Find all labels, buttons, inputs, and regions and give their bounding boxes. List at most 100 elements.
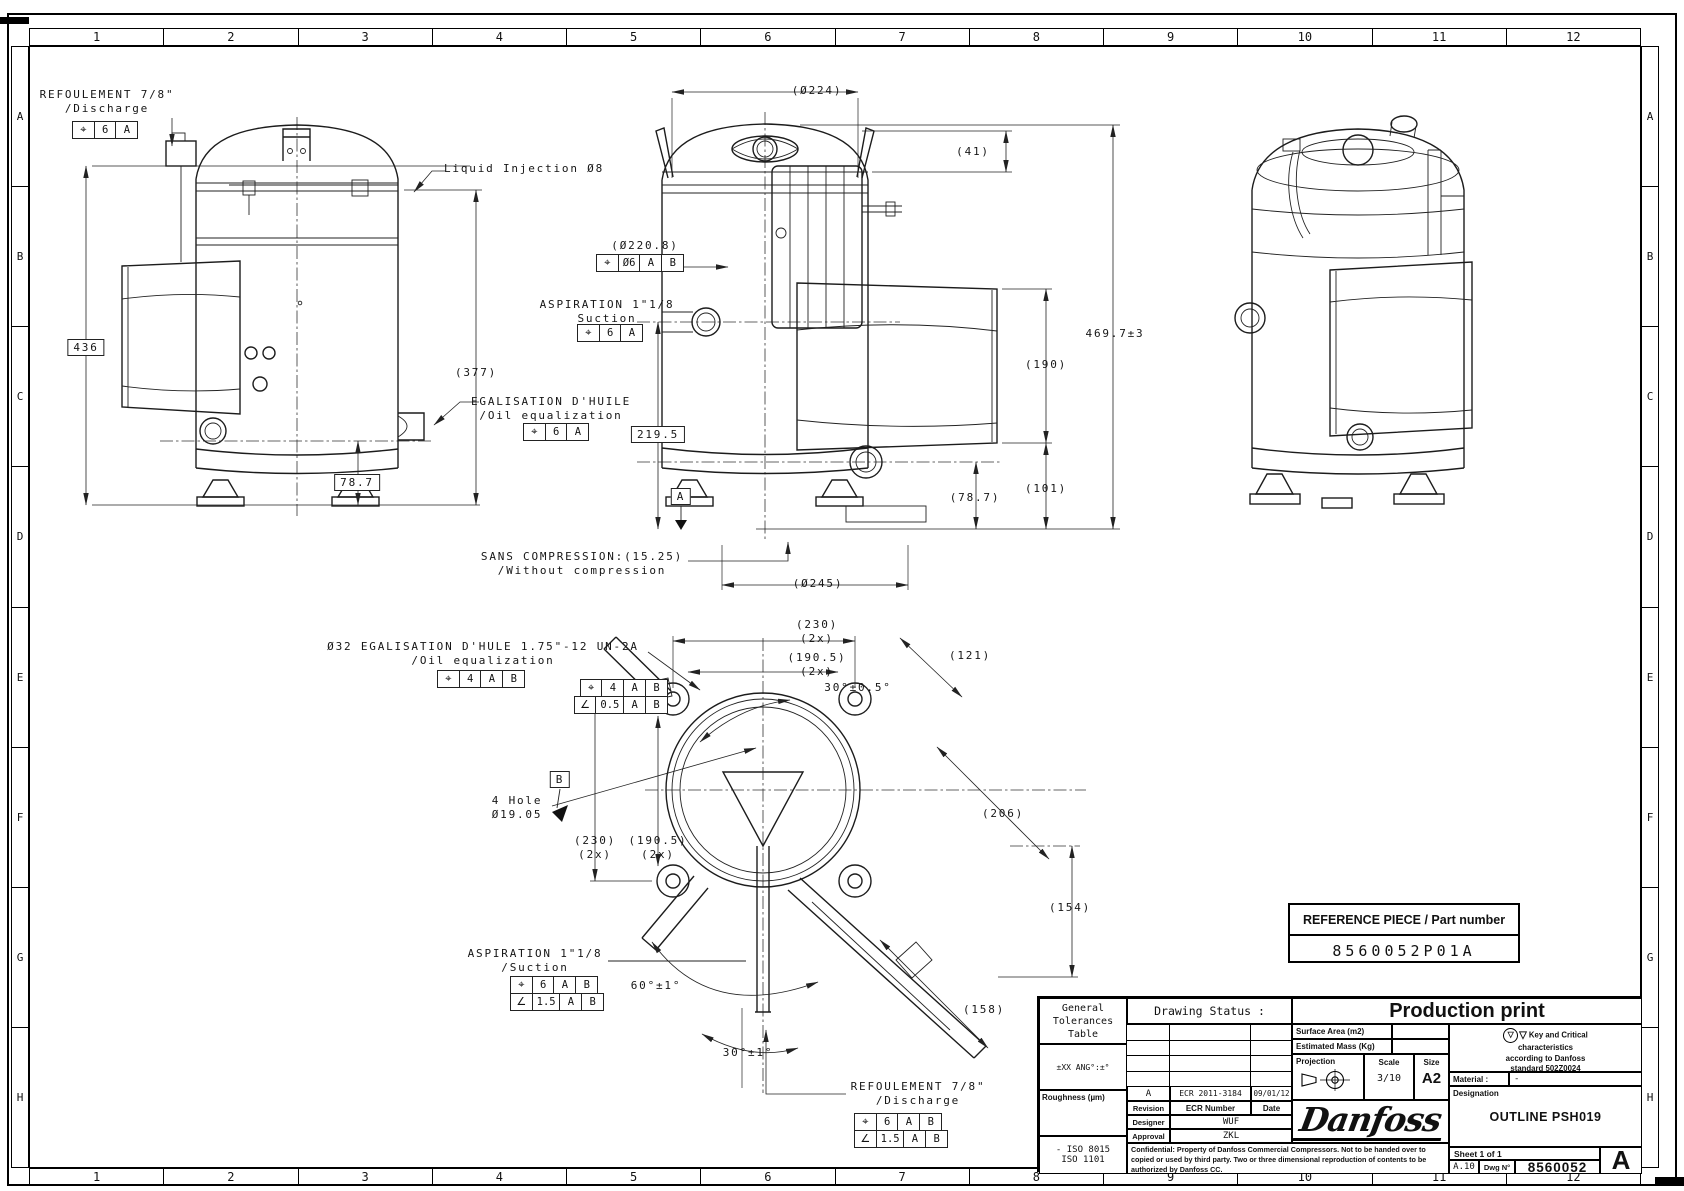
dim-78-7-ref: (78.7): [950, 491, 1001, 505]
key-critical-line-4: standard 502Z0024: [1510, 1064, 1581, 1072]
ang-60-1-line: 60°±1°: [630, 979, 682, 992]
estimated-mass-value: [1392, 1039, 1449, 1054]
dim-78-7-ref-line: (78.7): [949, 491, 1001, 504]
dim-230-top-line: (2x): [800, 632, 834, 646]
dim-190: (190): [1025, 358, 1067, 372]
revision-row-ecr: ECR 2011-3184: [1170, 1086, 1251, 1101]
revision-empty-cell: [1127, 1024, 1170, 1041]
gdt-symbol: ⌖: [522, 422, 546, 441]
grid-col-label: 4: [431, 1169, 566, 1185]
gdt-value: A: [553, 975, 577, 994]
gdt-value: 1.5: [875, 1129, 905, 1148]
gdt-value: 4: [601, 678, 625, 697]
dim-230-top: (230)(2x): [796, 618, 838, 647]
dim-219-5: 219.5: [630, 426, 686, 443]
dim-41: (41): [956, 145, 990, 159]
size-label: Size: [1423, 1058, 1440, 1067]
middle-view: [655, 123, 998, 523]
grid-row-label: G: [1642, 886, 1658, 1027]
size-value: A2: [1421, 1070, 1442, 1087]
dim-dia224: (Ø224): [792, 84, 843, 98]
gdt-value: 6: [544, 422, 568, 441]
key-critical-line-2: characteristics: [1517, 1043, 1574, 1052]
sans-compression-note-line: /Without compression: [497, 564, 667, 578]
grid-row-label: B: [12, 186, 28, 326]
grid-col-label: 1: [93, 30, 101, 44]
oil-equalization-callout: EGALISATION D'HUILE/Oil equalization: [471, 395, 631, 424]
grid-col-label: 8: [968, 1169, 1103, 1185]
confidential-note: Confidential: Property of Danfoss Commer…: [1127, 1143, 1449, 1174]
dim-190-5-top-line: (190.5): [787, 651, 847, 664]
dim-78-7-line: 78.7: [340, 476, 374, 489]
dim-dia224-line: (Ø224): [791, 84, 843, 97]
grid-col-label: 6: [700, 29, 834, 45]
dim-206-line: (206): [981, 807, 1025, 820]
dim-dia220-8: (Ø220.8): [611, 239, 678, 253]
scale-label: Scale: [1378, 1058, 1400, 1067]
gdt-symbol: ⌖: [853, 1112, 877, 1131]
dim-469-7: 469.7±3: [1086, 327, 1145, 341]
reference-piece-header: REFERENCE PIECE / Part number: [1290, 905, 1518, 936]
dim-190-5-left-line: (2x): [641, 848, 675, 862]
key-critical-line-3: according to Danfoss: [1505, 1053, 1586, 1063]
key-characteristic-icon: ▽: [1503, 1028, 1519, 1043]
oil-equalization-callout-line: /Oil equalization: [479, 409, 623, 423]
grid-col-label: 7: [834, 1169, 969, 1185]
gdt-value: A: [620, 323, 644, 342]
grid-row-label: C: [1642, 326, 1658, 466]
dim-dia220-8-line: (Ø220.8): [611, 239, 679, 252]
gdt-value: 6: [875, 1112, 899, 1131]
dim-469-7-line: 469.7±3: [1085, 327, 1145, 340]
gdt-value: B: [502, 669, 526, 688]
revision-empty-cell: [1250, 1039, 1292, 1056]
gdt-value: A: [115, 120, 139, 139]
oil-equalization-32-callout-line: Ø32 EGALISATION D'HULE 1.75"-12 UN-2A: [327, 640, 639, 653]
ang-30-0-5: 30°±0.5°: [824, 681, 891, 695]
sans-compression-note: SANS COMPRESSION:(15.25)/Without compres…: [481, 550, 683, 579]
revision-empty-cell: [1169, 1039, 1251, 1056]
revision-empty-cell: [1169, 1055, 1251, 1072]
dim-377-line: (377): [454, 366, 498, 379]
gdt-value: A: [480, 669, 504, 688]
surface-area-value: [1392, 1024, 1449, 1039]
approval-label: Approval: [1127, 1129, 1170, 1143]
material-label: Material :: [1449, 1072, 1509, 1086]
iso-line-2: ISO 1101: [1061, 1155, 1105, 1165]
material-value: -: [1509, 1072, 1642, 1086]
revision-empty-cell: [1169, 1024, 1251, 1041]
grid-row-label: F: [1642, 746, 1658, 887]
front-view: [121, 124, 425, 507]
revision-empty-cell: [1250, 1055, 1292, 1072]
gdt-value: 6: [531, 975, 555, 994]
grid-col-label: 5: [566, 1169, 700, 1185]
hole-note-line: 4 Hole: [491, 794, 543, 807]
ang-30-0-5-line: 30°±0.5°: [824, 681, 892, 694]
drawing-status-value: Production print: [1292, 998, 1642, 1024]
grid-col-label: 11: [1371, 29, 1506, 45]
grid-row-label: E: [12, 606, 28, 747]
dim-190-5-top-line: (2x): [800, 665, 834, 679]
revision-empty-cell: [1127, 1039, 1170, 1056]
gdt-symbol: ⌖: [71, 120, 95, 139]
gdt-value: B: [575, 975, 599, 994]
gdt-value: 6: [598, 323, 622, 342]
gdt-value: 4: [458, 669, 482, 688]
gdt-value: A: [623, 678, 647, 697]
aspiration-bottom-callout-line: ASPIRATION 1"1/8: [467, 947, 603, 960]
aspiration-callout-line: ASPIRATION 1"1/8: [539, 298, 675, 311]
gdt-value: 1.5: [531, 992, 561, 1011]
ecr-number-header: ECR Number: [1170, 1101, 1251, 1115]
grid-col-label: 6: [700, 1169, 834, 1185]
dim-158-line: (158): [962, 1003, 1006, 1016]
dim-190-5-left-line: (190.5): [628, 834, 688, 847]
dim-206: (206): [982, 807, 1024, 821]
revision-empty-cell: [1169, 1070, 1251, 1086]
